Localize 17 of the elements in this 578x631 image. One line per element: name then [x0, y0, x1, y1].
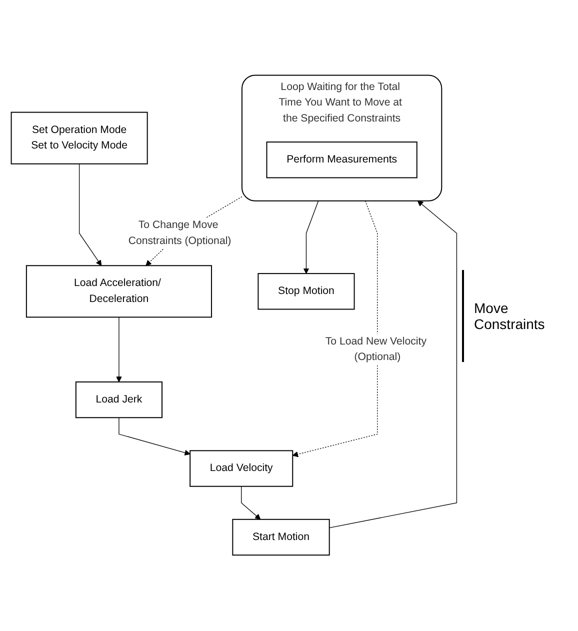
arrow [118, 418, 190, 456]
edge-label: To Change Move Constraints (Optional) [128, 220, 232, 247]
node-box: Perform Measurements [266, 142, 418, 179]
arrow [116, 317, 122, 383]
node-box: Start Motion [232, 519, 330, 556]
node-box: Load Acceleration/ Deceleration [26, 265, 212, 318]
node-box: Load Velocity [190, 450, 294, 488]
arrow [329, 200, 458, 528]
node-box: Load Jerk [75, 382, 162, 418]
node-box: Stop Motion [258, 273, 355, 310]
edge-label: To Load New Velocity (Optional) [325, 336, 426, 364]
arrow [292, 200, 378, 458]
arrow [241, 486, 261, 520]
node-box: Set Operation Mode Set to Velocity Mode [10, 112, 148, 165]
arrow [303, 200, 319, 274]
arrow [78, 164, 102, 266]
bracket-label: Move Constraints [462, 270, 572, 362]
